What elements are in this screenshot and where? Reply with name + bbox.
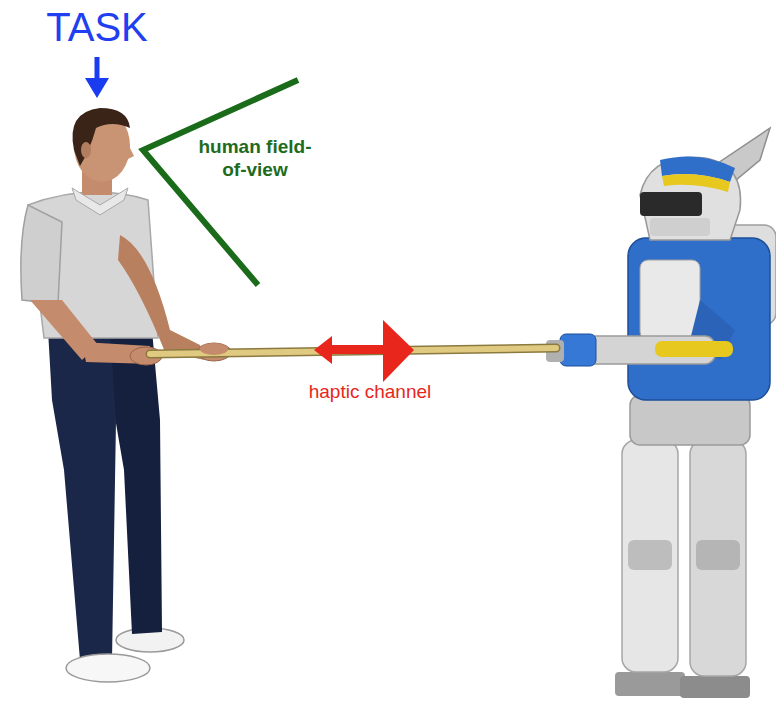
robot-figure-part (560, 334, 596, 366)
human-figure-part (72, 108, 130, 166)
haptic-arrow-part (314, 336, 332, 364)
robot-figure-part (696, 540, 740, 570)
human-figure-part (48, 330, 116, 660)
human-figure-part (66, 654, 150, 682)
field-of-view-lines (143, 80, 298, 285)
robot-figure-part (655, 341, 733, 357)
human-figure-part (72, 188, 128, 215)
robot-figure-part (680, 676, 750, 698)
robot-figure-part (690, 440, 746, 676)
human-figure-part (21, 205, 62, 304)
robot-figure-part (622, 440, 678, 672)
robot-figure-part (640, 260, 700, 340)
robot-figure-part (640, 192, 702, 216)
haptic-arrow (314, 320, 414, 382)
robot-figure-part (650, 218, 710, 236)
human-figure-part (81, 142, 91, 158)
haptic-arrow-part (322, 345, 392, 354)
human-figure (21, 108, 231, 682)
field-of-view-label: human field-of-view (190, 136, 320, 182)
task-arrow-part (85, 78, 109, 98)
robot-figure-part (628, 540, 672, 570)
robot-figure-part (628, 238, 770, 400)
robot-figure (546, 128, 776, 698)
robot-figure-part (640, 157, 741, 240)
robot-figure-part (630, 395, 750, 445)
human-hand (200, 343, 228, 355)
field-of-view-lines-part (143, 80, 298, 285)
human-figure-part (126, 140, 134, 160)
task-arrow (85, 57, 109, 98)
human-hand-part (200, 343, 228, 355)
robot-figure-part (615, 672, 685, 696)
haptic-arrow-part (383, 320, 414, 382)
task-label: TASK (32, 3, 162, 51)
task-arrow-part (95, 57, 100, 80)
robot-figure-part (662, 174, 730, 192)
haptic-channel-label: haptic channel (280, 381, 460, 404)
human-figure-part (197, 343, 231, 361)
human-figure-part (118, 235, 205, 360)
